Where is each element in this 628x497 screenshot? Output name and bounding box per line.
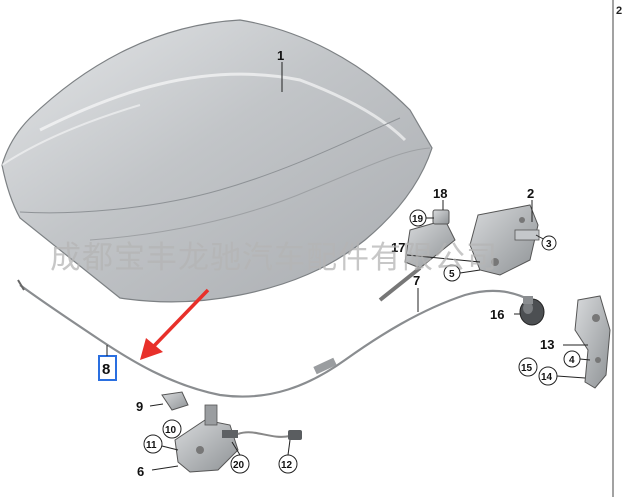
callout-4: 4 [569, 355, 575, 366]
callout-15: 15 [521, 363, 533, 374]
hood-latch-part [174, 404, 239, 473]
callout-13: 13 [540, 337, 554, 352]
callout-20: 20 [233, 460, 245, 471]
callout-11: 11 [146, 440, 157, 451]
callout-18: 18 [433, 186, 447, 201]
hood-part [1, 19, 433, 303]
callout-10: 10 [165, 425, 177, 436]
watermark-text: 成都宝丰龙驰汽车配件有限公司 [50, 240, 498, 276]
callout-6: 6 [137, 464, 144, 479]
callout-19: 19 [412, 214, 424, 225]
callout-7: 7 [413, 273, 420, 288]
callout-1: 1 [277, 48, 284, 63]
hinge-bolt-part [432, 209, 450, 225]
callout-2: 2 [527, 186, 534, 201]
latch-pin-part [161, 391, 189, 411]
callout-17: 17 [391, 240, 405, 255]
lower-bracket-part [574, 295, 611, 389]
callout-12: 12 [281, 460, 293, 471]
annotation-arrow [140, 288, 210, 360]
release-cable [19, 284, 531, 398]
callout-9: 9 [136, 399, 143, 414]
callout-3: 3 [546, 239, 552, 250]
edge-label: 2 [616, 5, 622, 17]
callout-16: 16 [490, 307, 504, 322]
rubber-buffer-part [519, 296, 545, 326]
hood-hinge-part [469, 204, 540, 276]
callout-5: 5 [449, 269, 455, 280]
callout-8: 8 [102, 361, 110, 378]
callout-14: 14 [541, 372, 553, 383]
sensor-wire [237, 431, 291, 438]
sensor-plug-part [288, 430, 302, 440]
